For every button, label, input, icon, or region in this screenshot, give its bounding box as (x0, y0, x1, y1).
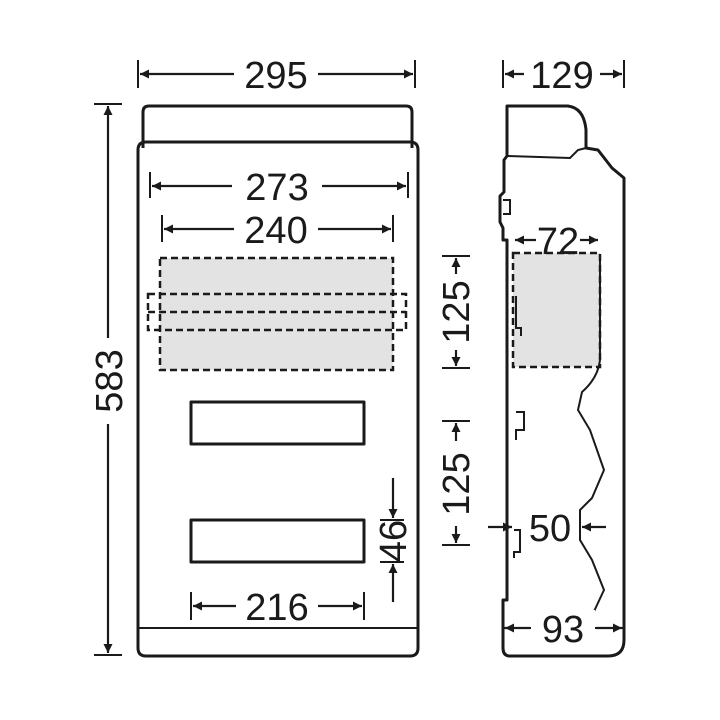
dim-slot-width: 216 (190, 587, 365, 629)
dim-label-rail-offset: 50 (529, 508, 571, 550)
dim-label-slot-height: 46 (373, 520, 415, 562)
dim-window-width: 240 (161, 210, 394, 252)
dim-label-row-pitch-upper: 125 (436, 280, 478, 343)
dim-slot-height: 46 (373, 478, 415, 602)
side-inner-profile (576, 258, 606, 641)
dim-label-base-depth: 93 (542, 609, 584, 651)
side-clip-1 (515, 296, 522, 336)
dim-inner-width: 273 (149, 167, 409, 209)
side-clip-2 (515, 411, 525, 440)
dim-label-window-width: 240 (244, 210, 307, 252)
side-upper-step (506, 147, 587, 160)
front-slot-2 (189, 518, 366, 564)
side-view (498, 104, 626, 658)
front-body-outline (136, 140, 420, 658)
side-device-area (511, 251, 602, 369)
dim-overall-width: 295 (137, 55, 416, 97)
dim-label-slot-width: 216 (245, 587, 308, 629)
front-slot-1 (189, 400, 366, 446)
dim-row-pitch-upper: 125 (436, 255, 478, 369)
dim-base-depth: 93 (505, 609, 622, 651)
front-view (136, 104, 420, 658)
dim-label-overall-width: 295 (244, 55, 307, 97)
dim-label-inner-width: 273 (245, 167, 308, 209)
side-profile-outline (498, 104, 626, 658)
dim-label-overall-height: 583 (89, 349, 131, 412)
dim-label-row-pitch-lower: 125 (436, 452, 478, 515)
dim-row-pitch-lower: 125 (436, 420, 478, 546)
dim-label-depth: 129 (530, 55, 593, 97)
front-top-cap (141, 104, 414, 148)
dim-depth: 129 (502, 55, 625, 97)
front-window-upper (158, 256, 395, 372)
dim-overall-height: 583 (89, 103, 131, 656)
side-clip-3 (513, 529, 521, 558)
side-hinge-detail (503, 199, 511, 215)
dim-label-rail-depth: 72 (537, 221, 579, 263)
dim-rail-offset: 50 (488, 508, 606, 550)
dim-rail-depth: 72 (515, 221, 598, 263)
